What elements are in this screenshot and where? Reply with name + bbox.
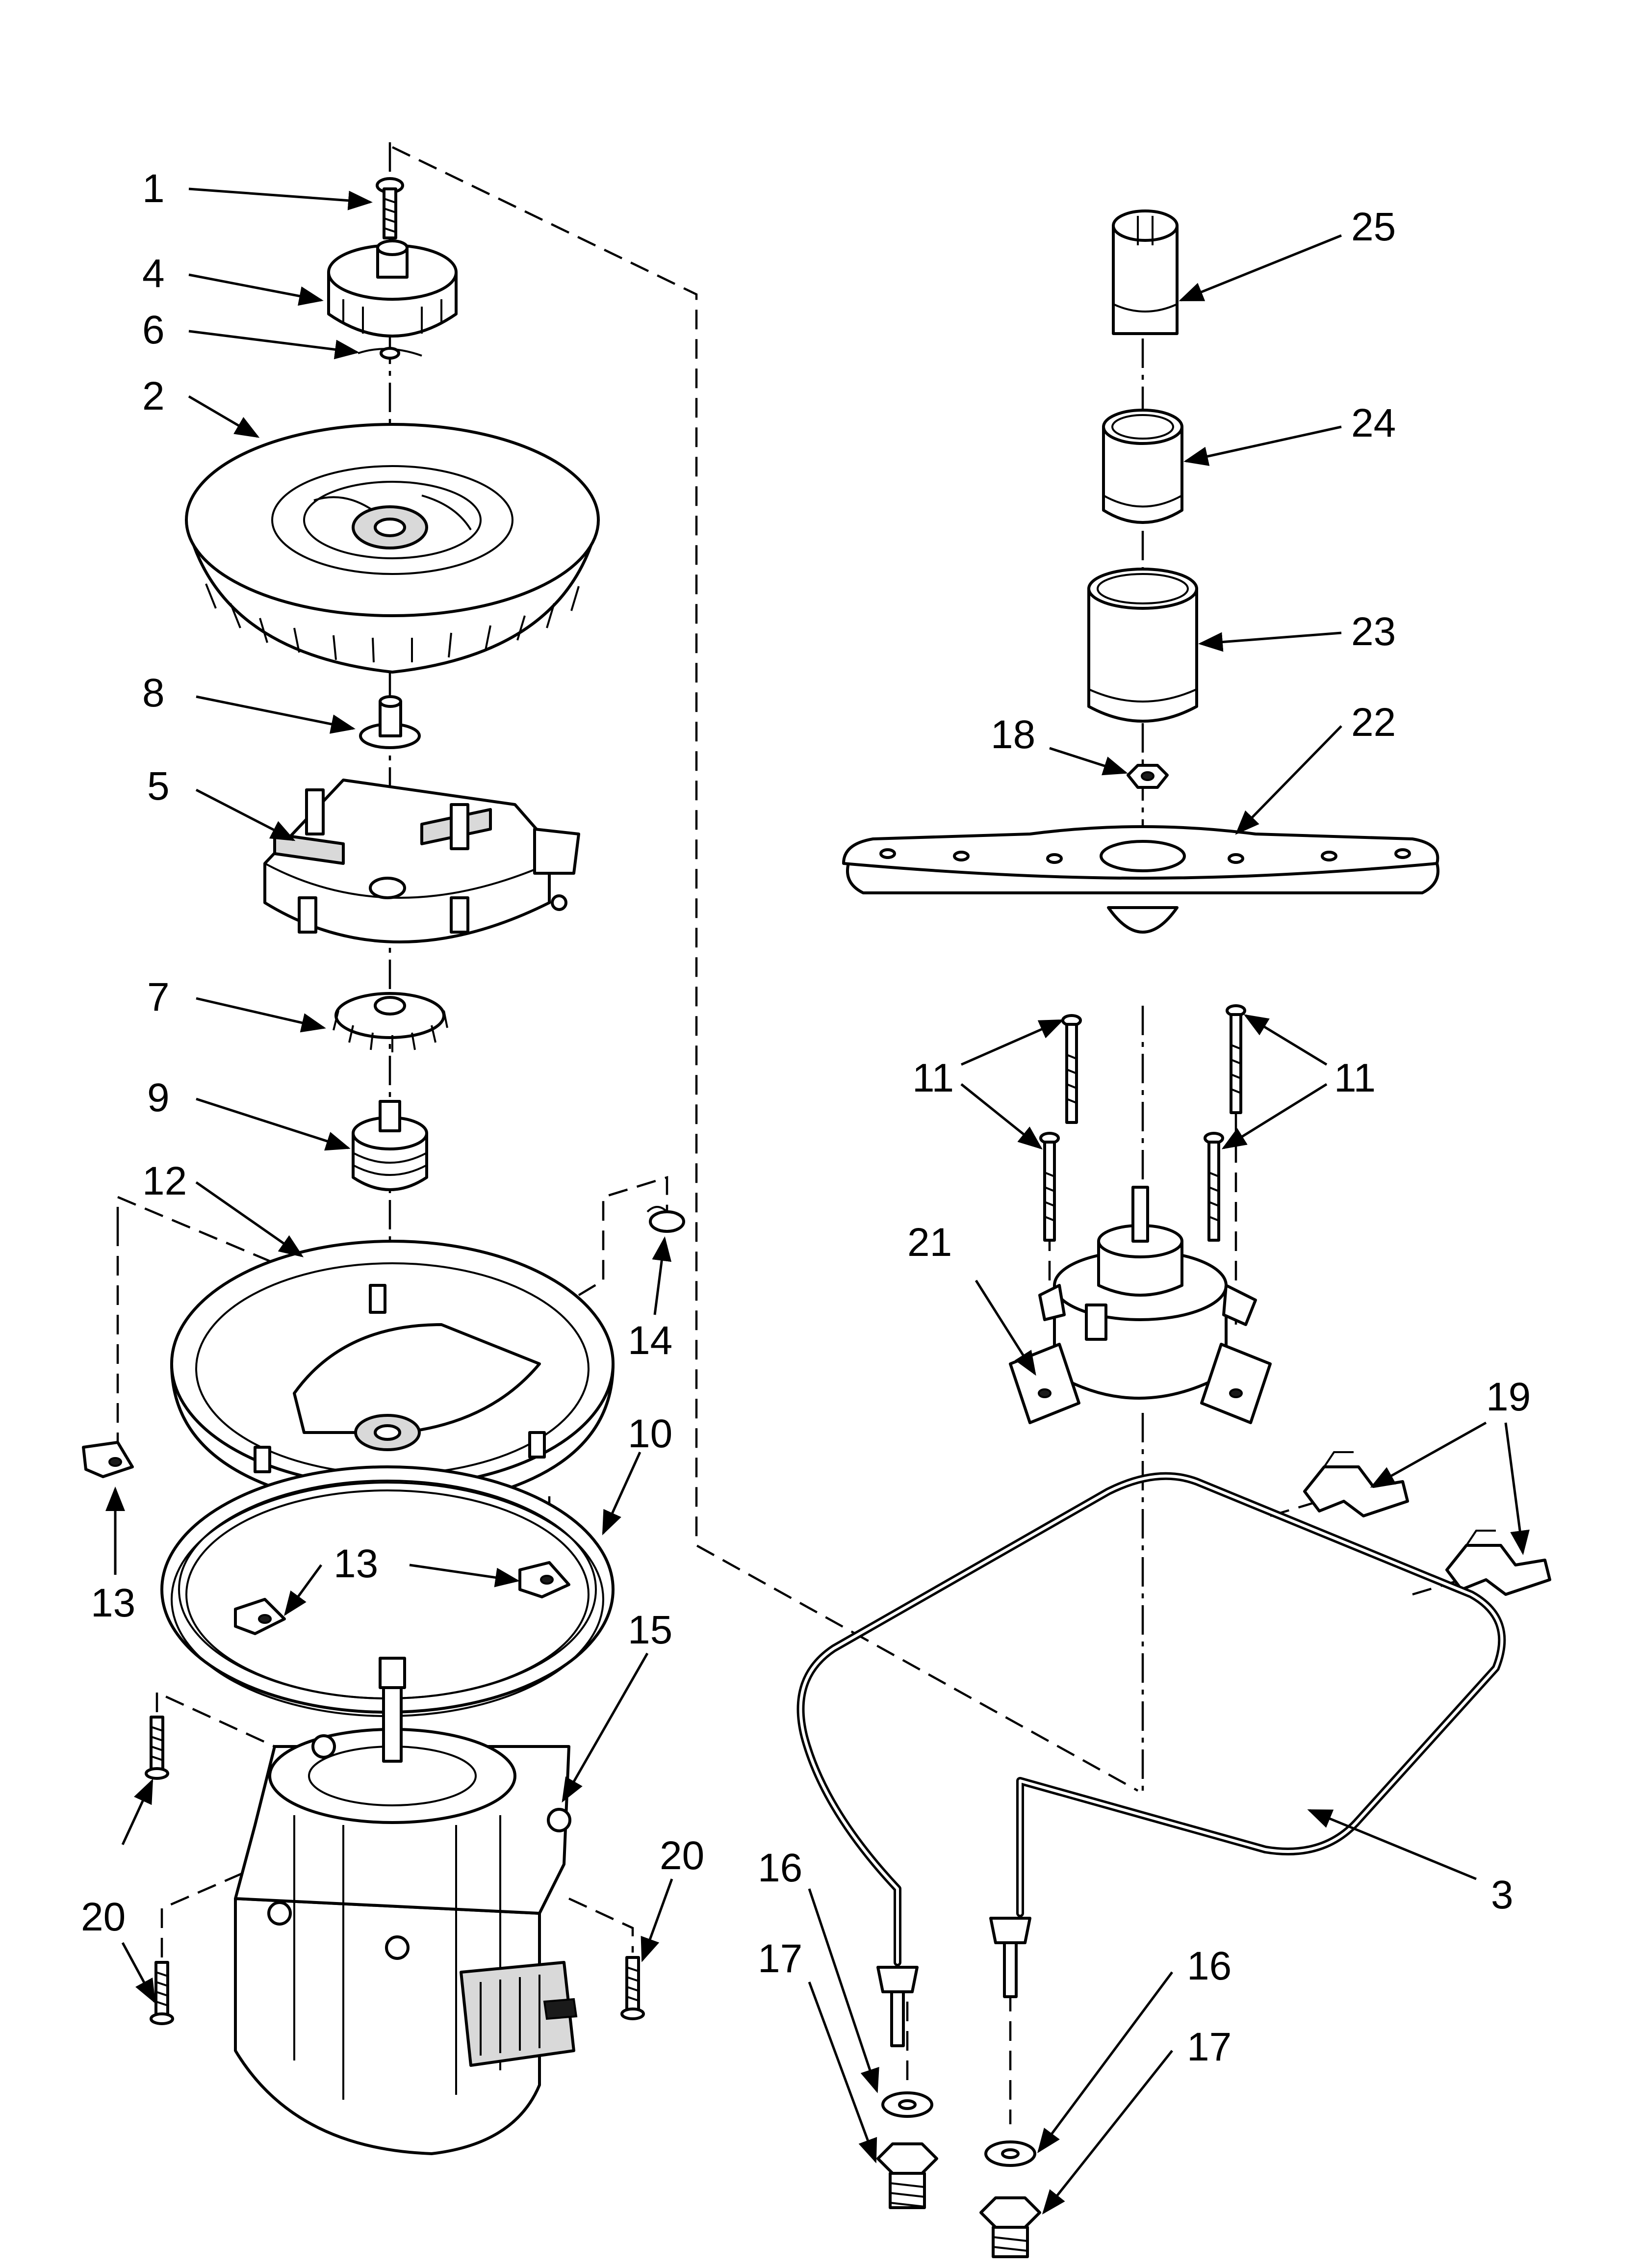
callout-16-left: 16	[758, 1846, 802, 1890]
callout-20-upper: 20	[660, 1833, 704, 1878]
part-17-nut-right	[979, 2196, 1041, 2258]
part-16-washer-left	[881, 2091, 933, 2118]
part-25-nozzle	[1112, 209, 1179, 335]
part-12-pump-base	[170, 1240, 615, 1512]
callout-13-left: 13	[91, 1581, 135, 1625]
callout-21: 21	[907, 1220, 952, 1265]
callout-20-lower: 20	[81, 1895, 126, 1939]
callout-2: 2	[142, 374, 165, 418]
part-19-clip-upper	[1303, 1451, 1409, 1517]
callout-16-right: 16	[1187, 1944, 1232, 1988]
part-17-nut-left	[876, 2142, 938, 2209]
part-19-clip-lower	[1445, 1530, 1551, 1596]
callout-5: 5	[147, 764, 170, 808]
callout-19: 19	[1486, 1375, 1531, 1419]
callout-17-left: 17	[758, 1936, 802, 1981]
part-24-tube	[1102, 409, 1183, 524]
part-9-seal	[352, 1100, 428, 1191]
part-22-spray-arm	[842, 825, 1439, 934]
callout-4: 4	[142, 251, 165, 296]
callout-23: 23	[1351, 609, 1396, 654]
part-11-screw-c	[1039, 1132, 1060, 1242]
part-16-washer-right	[984, 2140, 1036, 2167]
part-1-screw	[376, 177, 404, 239]
part-20-screw-right	[620, 1956, 645, 2020]
callout-15: 15	[628, 1608, 672, 1652]
callout-11-right: 11	[1334, 1056, 1376, 1100]
callout-6: 6	[142, 308, 165, 352]
callout-1: 1	[142, 166, 165, 211]
part-11-screw-a	[1061, 1014, 1082, 1124]
part-18-nut	[1127, 764, 1169, 789]
callout-10: 10	[628, 1411, 672, 1456]
callout-17-right: 17	[1187, 2025, 1232, 2069]
leader-lines	[105, 187, 1530, 2215]
part-11-screw-b	[1226, 1004, 1246, 1114]
callout-9: 9	[147, 1075, 170, 1120]
callout-3: 3	[1491, 1873, 1514, 1917]
part-5-pump-housing	[263, 779, 580, 943]
part-6-clip	[358, 347, 422, 360]
callout-22: 22	[1351, 700, 1396, 745]
callout-7: 7	[147, 975, 170, 1019]
callout-13-center: 13	[334, 1541, 378, 1586]
callout-18: 18	[991, 712, 1035, 757]
callout-12: 12	[142, 1159, 187, 1203]
part-20-screw-upper	[145, 1716, 169, 1780]
callout-8: 8	[142, 671, 165, 715]
part-13-mount-right	[518, 1561, 570, 1598]
callout-14: 14	[628, 1318, 672, 1363]
callout-24: 24	[1351, 401, 1396, 445]
callout-labels: 1 4 6 2 8 5 7 9 12 14 10 13 13 15 20 20 …	[81, 166, 1531, 2069]
part-15-motor	[234, 1657, 578, 2155]
part-2-filter-disk	[185, 423, 600, 674]
callout-11-left: 11	[912, 1056, 954, 1100]
part-21-manifold	[1009, 1186, 1272, 1424]
part-13-mount-center	[234, 1598, 286, 1635]
part-23-tube	[1087, 568, 1198, 723]
part-7-impeller	[333, 992, 448, 1052]
part-20-screw-lower	[150, 1961, 174, 2025]
callout-25: 25	[1351, 205, 1396, 249]
part-14-clip	[646, 1206, 685, 1233]
part-4-cap	[327, 239, 458, 338]
part-3-heater	[796, 1472, 1506, 2047]
part-8-bushing	[359, 695, 421, 749]
part-13-mount-left	[82, 1441, 134, 1478]
part-11-screw-d	[1204, 1132, 1224, 1242]
